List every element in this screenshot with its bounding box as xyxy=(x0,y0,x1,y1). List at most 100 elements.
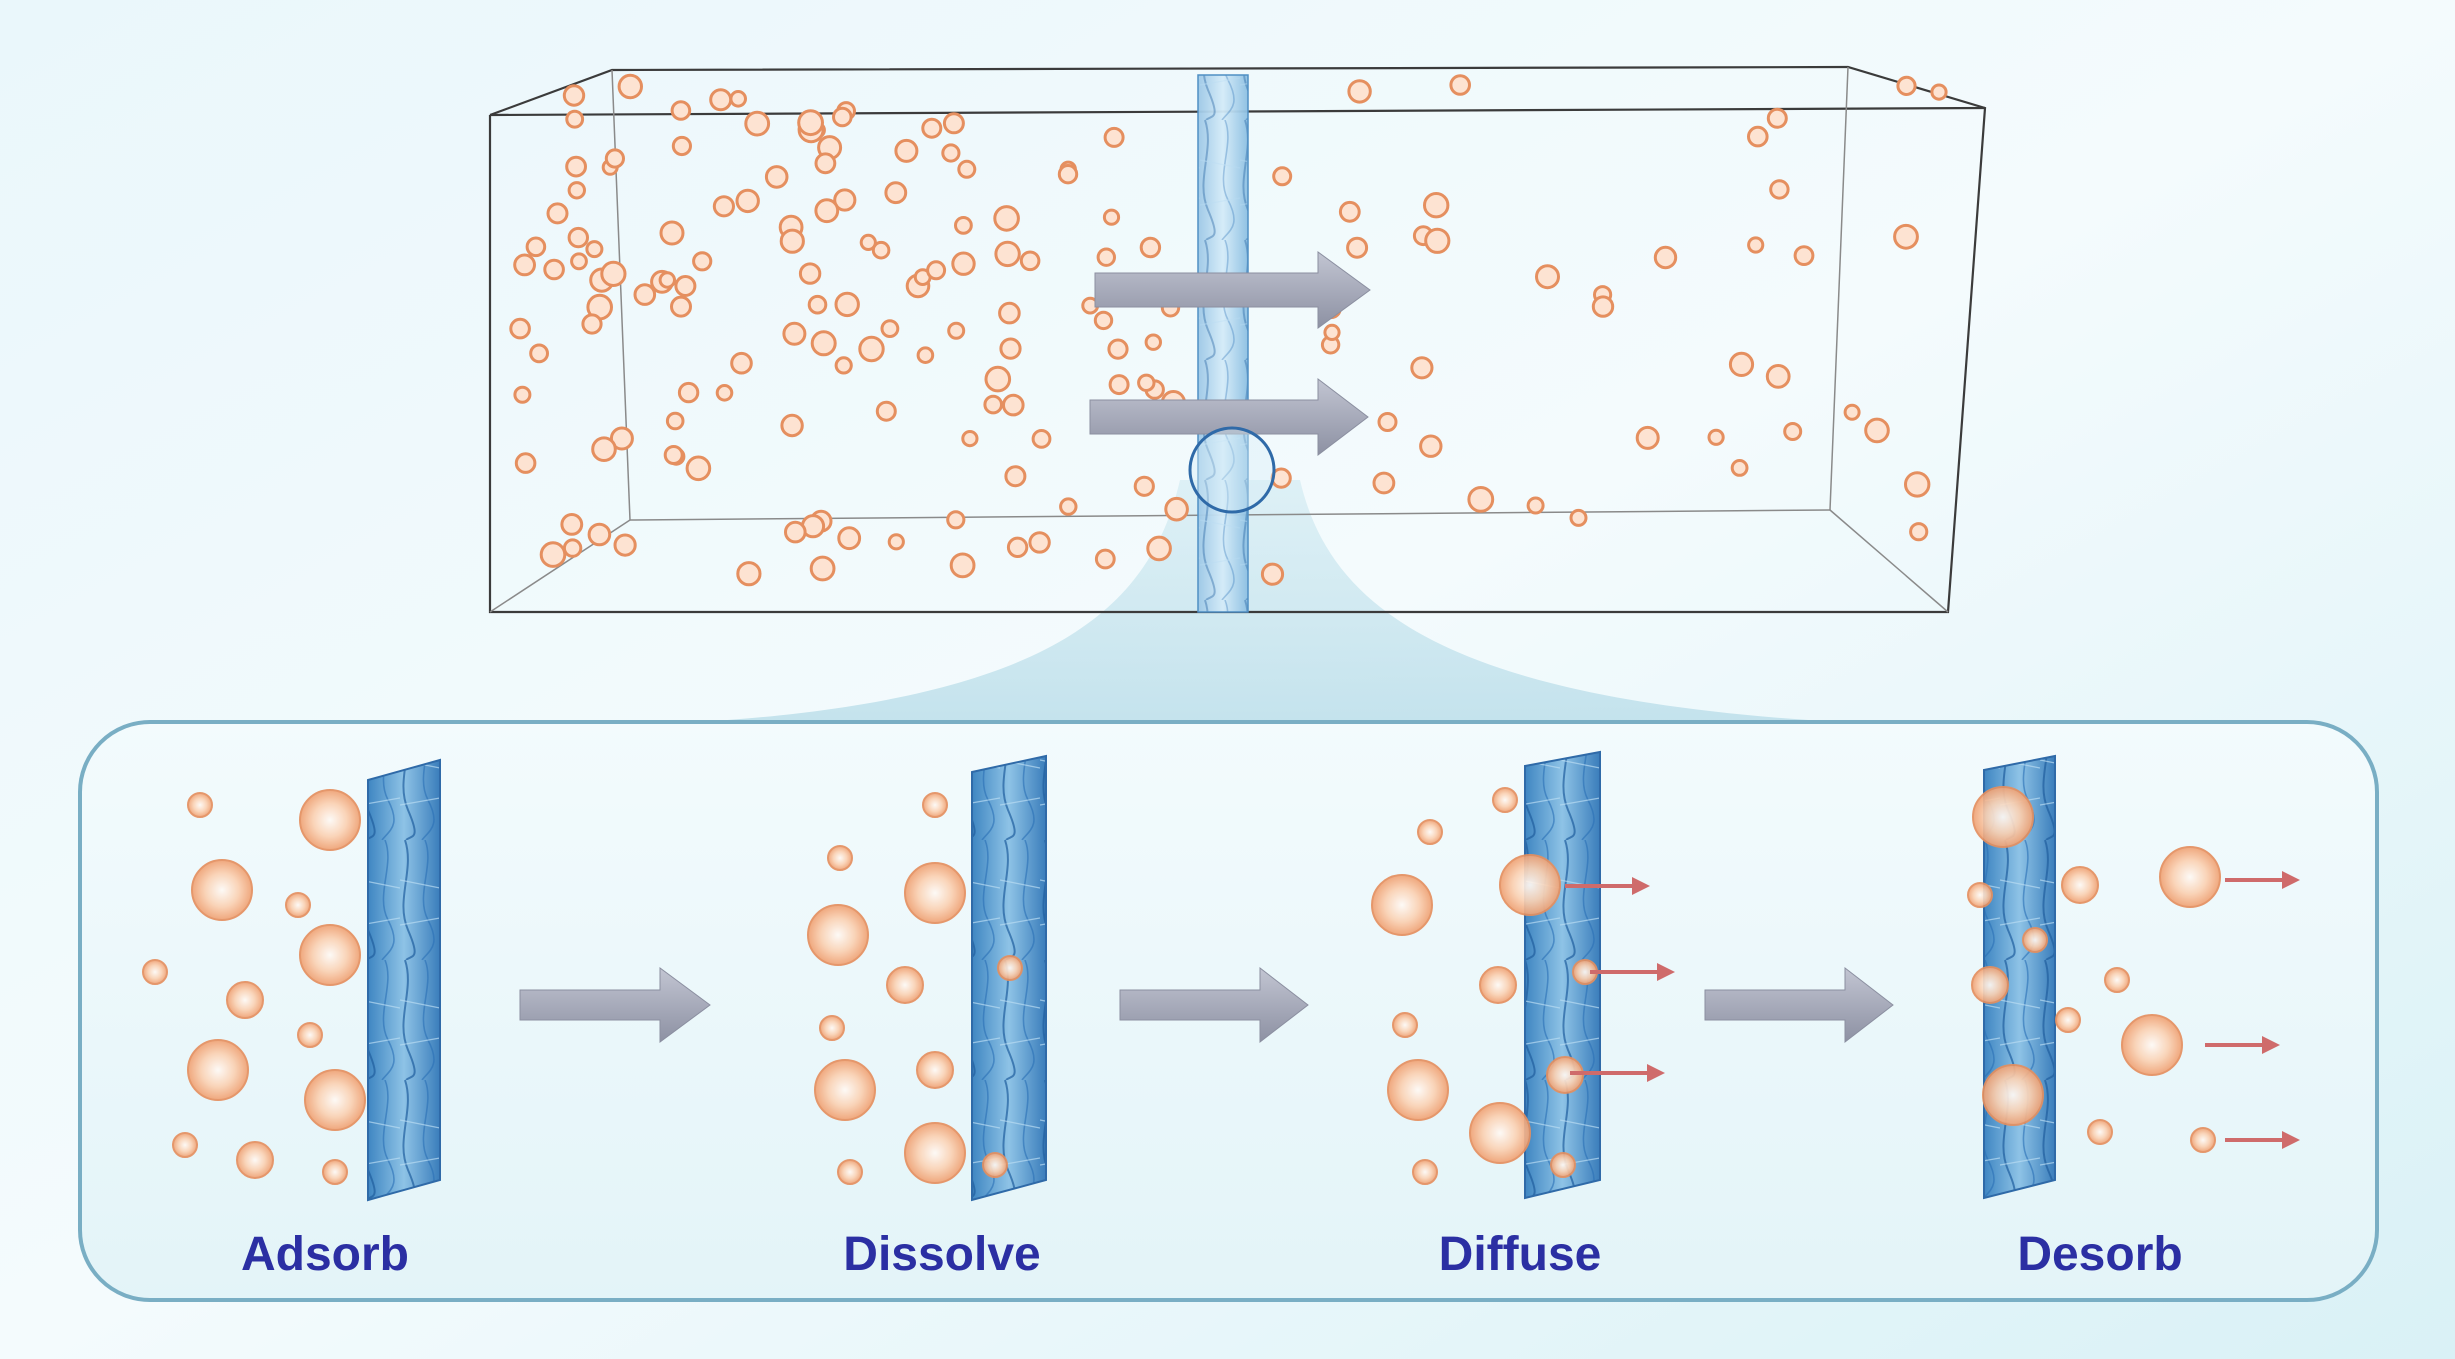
particle xyxy=(658,271,676,289)
permeant-sphere xyxy=(819,1015,845,1041)
particle xyxy=(814,198,840,224)
particle xyxy=(1893,223,1919,250)
permeant-sphere xyxy=(997,955,1023,981)
particle xyxy=(1002,393,1025,417)
particle xyxy=(600,260,627,287)
particle xyxy=(560,513,584,536)
stage-label-adsorb: Adsorb xyxy=(241,1228,409,1281)
particle xyxy=(1377,412,1398,432)
permeant-sphere xyxy=(886,966,924,1004)
particle xyxy=(617,73,643,100)
particle xyxy=(1423,192,1450,219)
particle xyxy=(941,143,961,163)
particle xyxy=(1896,75,1917,97)
permeant-sphere xyxy=(1499,854,1561,916)
particle xyxy=(670,100,692,121)
permeant-sphere xyxy=(304,1069,366,1131)
permeant-sphere xyxy=(172,1132,198,1158)
permeant-sphere xyxy=(1971,966,2009,1004)
permeant-sphere xyxy=(2055,1007,2081,1033)
particle xyxy=(567,226,589,249)
particle xyxy=(1747,236,1765,254)
particle xyxy=(782,321,807,346)
particle xyxy=(1006,536,1029,558)
permeant-sphere xyxy=(2061,866,2099,904)
particle xyxy=(744,110,771,137)
particle xyxy=(1653,245,1678,270)
particle xyxy=(957,159,977,179)
particle xyxy=(807,294,828,315)
particle xyxy=(797,109,824,137)
particle xyxy=(1094,548,1116,570)
membrane-slab xyxy=(1197,74,1249,613)
permeant-sphere xyxy=(827,845,853,871)
permeant-sphere xyxy=(2190,1127,2216,1153)
particle xyxy=(1591,295,1615,318)
particle xyxy=(954,216,973,235)
particle xyxy=(1146,535,1172,562)
particle xyxy=(834,291,860,318)
particle xyxy=(880,319,900,339)
permeant-sphere xyxy=(1550,1152,1576,1178)
particle xyxy=(663,445,684,465)
permeant-sphere xyxy=(814,1059,876,1121)
permeant-sphere xyxy=(922,792,948,818)
particle xyxy=(567,181,586,200)
particle xyxy=(1766,107,1788,129)
permeant-sphere xyxy=(297,1022,323,1048)
zoom-circle xyxy=(1188,426,1276,514)
particle xyxy=(999,337,1022,360)
permeant-sphere xyxy=(285,892,311,918)
particle xyxy=(1793,245,1815,267)
particle xyxy=(513,385,532,404)
particle xyxy=(509,317,531,340)
particle xyxy=(609,426,634,451)
permeant-sphere xyxy=(1479,966,1517,1004)
particle xyxy=(784,520,807,544)
particle xyxy=(859,233,877,251)
particle xyxy=(921,117,943,139)
particle xyxy=(1346,236,1369,259)
permeant-sphere xyxy=(904,862,966,924)
particle xyxy=(1449,74,1471,96)
particle xyxy=(659,220,685,246)
particle xyxy=(1526,496,1545,515)
particle xyxy=(1372,471,1396,495)
permeant-spheres xyxy=(142,786,2221,1185)
particle xyxy=(1096,247,1117,267)
particle xyxy=(984,365,1012,393)
particle xyxy=(1019,250,1041,272)
particle xyxy=(1108,374,1130,396)
particle xyxy=(834,356,853,375)
particle xyxy=(565,155,587,178)
particle xyxy=(1864,417,1890,444)
particle xyxy=(565,109,585,129)
permeant-sphere xyxy=(226,981,264,1019)
particle xyxy=(1707,428,1725,446)
particle xyxy=(712,195,736,218)
stage-label-dissolve: Dissolve xyxy=(843,1228,1040,1281)
permeant-sphere xyxy=(236,1141,274,1179)
particle xyxy=(613,533,637,557)
particle xyxy=(1260,562,1285,586)
particle xyxy=(1103,126,1125,148)
particle xyxy=(994,240,1021,268)
permeant-sphere xyxy=(1417,819,1443,845)
particle xyxy=(1419,434,1443,458)
particle xyxy=(525,236,547,258)
red-flux-arrow xyxy=(2225,1131,2300,1149)
particle xyxy=(677,381,700,404)
particle xyxy=(780,413,804,438)
membrane-adsorb xyxy=(367,758,441,1202)
particle xyxy=(670,295,692,318)
permeant-sphere xyxy=(916,1051,954,1089)
particle xyxy=(993,205,1020,232)
permeant-sphere xyxy=(1469,1102,1531,1164)
particle xyxy=(715,384,734,402)
flux-arrow-lower xyxy=(1089,377,1369,457)
process-arrow-3 xyxy=(1704,966,1894,1044)
particle xyxy=(1272,166,1293,187)
permeant-sphere xyxy=(1967,882,1993,908)
permeant-sphere xyxy=(142,959,168,985)
